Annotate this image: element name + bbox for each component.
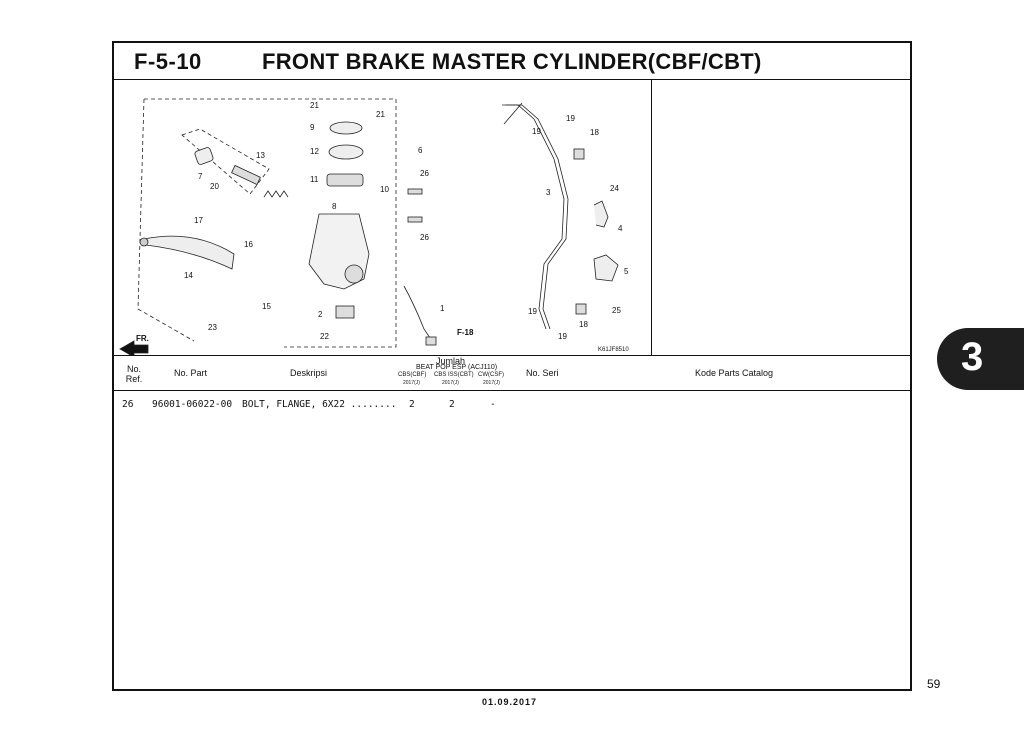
col-cw-year: 2017(J) xyxy=(483,380,500,386)
table-header: No. Ref. No. Part Deskripsi Jumlah BEAT … xyxy=(114,355,910,391)
callout: 14 xyxy=(184,271,193,280)
row-qty-1: 2 xyxy=(409,399,415,410)
callout: 10 xyxy=(380,185,389,194)
figure-code: K61JF8510 xyxy=(598,347,629,353)
col-cbs-iss-year: 2017(J) xyxy=(442,380,459,386)
callout: 17 xyxy=(194,216,203,225)
row-desc: BOLT, FLANGE, 6X22 ........ xyxy=(242,399,397,410)
col-model: BEAT POP ESP (ACJ110) xyxy=(416,364,498,371)
section-code: F-5-10 xyxy=(134,49,202,74)
callout: 18 xyxy=(579,320,588,329)
exploded-diagram: 21 21 9 12 6 13 7 20 11 26 8 10 26 17 16… xyxy=(114,79,652,358)
callout: 20 xyxy=(210,182,219,191)
callout: 15 xyxy=(262,302,271,311)
callout: 2 xyxy=(318,310,323,319)
callout: 4 xyxy=(618,224,623,233)
page-title: FRONT BRAKE MASTER CYLINDER(CBF/CBT) xyxy=(262,49,762,74)
callout: 23 xyxy=(208,323,217,332)
row-part: 96001-06022-00 xyxy=(152,399,233,410)
col-no-seri: No. Seri xyxy=(526,368,559,378)
callout: 19 xyxy=(566,114,575,123)
callout: 3 xyxy=(546,188,551,197)
col-cbs-iss: CBS ISS(CBT) xyxy=(434,372,474,378)
callout: 12 xyxy=(310,147,319,156)
callout-labels: 21 21 9 12 6 13 7 20 11 26 8 10 26 17 16… xyxy=(136,101,629,353)
callout: 1 xyxy=(440,304,445,313)
ref-label: F-18 xyxy=(457,328,474,337)
callout: 13 xyxy=(256,151,265,160)
callout: 21 xyxy=(376,110,385,119)
callout: 22 xyxy=(320,332,329,341)
callout: 9 xyxy=(310,123,315,132)
col-cbs-year: 2017(J) xyxy=(403,380,420,386)
callout: 8 xyxy=(332,202,337,211)
callout: 19 xyxy=(528,307,537,316)
callout: 18 xyxy=(590,128,599,137)
col-no-part: No. Part xyxy=(174,368,208,378)
col-deskripsi: Deskripsi xyxy=(290,368,328,378)
col-no-ref: No. Ref. xyxy=(125,364,143,384)
row-ref: 26 xyxy=(122,399,134,410)
callout: 26 xyxy=(420,233,429,242)
callout: 7 xyxy=(198,172,203,181)
row-qty-3: - xyxy=(490,399,496,410)
col-kode: Kode Parts Catalog xyxy=(695,368,774,378)
callout: 6 xyxy=(418,146,423,155)
callout: 26 xyxy=(420,169,429,178)
row-qty-2: 2 xyxy=(449,399,455,410)
callout: 11 xyxy=(310,175,319,184)
callout: 21 xyxy=(310,101,319,110)
callout: 19 xyxy=(532,127,541,136)
brake-diagram-svg: 21 21 9 12 6 13 7 20 11 26 8 10 26 17 16… xyxy=(119,98,629,358)
catalog-frame: F-5-10 FRONT BRAKE MASTER CYLINDER(CBF/C… xyxy=(112,41,912,691)
col-jumlah: Jumlah xyxy=(436,356,466,366)
col-cw: CW(CSF) xyxy=(478,372,504,378)
callout: 16 xyxy=(244,240,253,249)
page-number: 59 xyxy=(927,677,941,691)
title-bar: F-5-10 FRONT BRAKE MASTER CYLINDER(CBF/C… xyxy=(114,43,910,80)
callout: 19 xyxy=(558,332,567,341)
callout: 5 xyxy=(624,267,629,276)
fr-label: FR. xyxy=(136,334,149,343)
col-cbs: CBS(CBF) xyxy=(398,372,427,378)
callout: 25 xyxy=(612,306,621,315)
chapter-number: 3 xyxy=(961,335,984,379)
callout: 24 xyxy=(610,184,619,193)
chapter-tab: 3 xyxy=(937,328,1024,390)
footer-date: 01.09.2017 xyxy=(482,697,538,707)
